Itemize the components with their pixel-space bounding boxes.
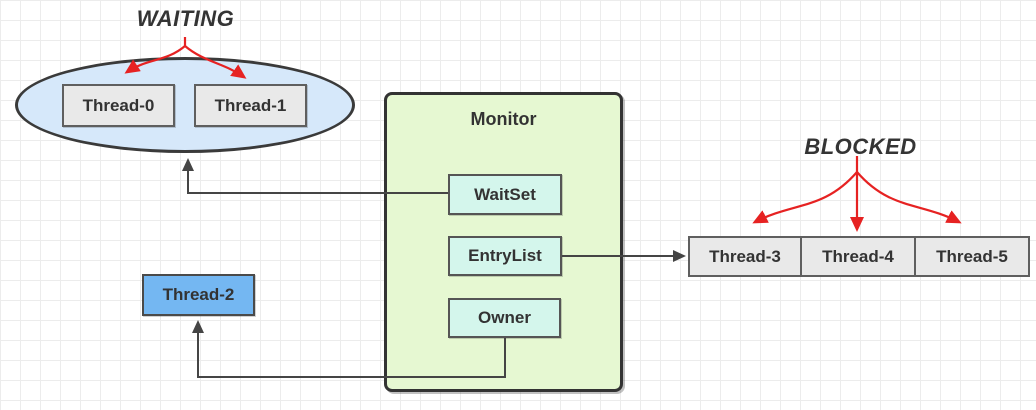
- blocked-fork-right-arrow: [856, 171, 962, 224]
- thread-5-box: Thread-5: [916, 236, 1030, 277]
- thread-2-box: Thread-2: [142, 274, 255, 316]
- entrylist-box: EntryList: [448, 236, 562, 276]
- owner-box: Owner: [448, 298, 561, 338]
- thread-0-box: Thread-0: [62, 84, 175, 127]
- blocked-state-label: BLOCKED: [804, 134, 917, 159]
- waiting-state-label: WAITING: [136, 6, 235, 31]
- monitor-title: Monitor: [470, 109, 537, 129]
- blocked-fork-left-arrow: [752, 171, 858, 224]
- thread-3-box: Thread-3: [688, 236, 802, 277]
- blocked-threads-row: Thread-3 Thread-4 Thread-5: [688, 236, 1030, 277]
- thread-1-box: Thread-1: [194, 84, 307, 127]
- thread-4-box: Thread-4: [802, 236, 916, 277]
- waitset-box: WaitSet: [448, 174, 562, 215]
